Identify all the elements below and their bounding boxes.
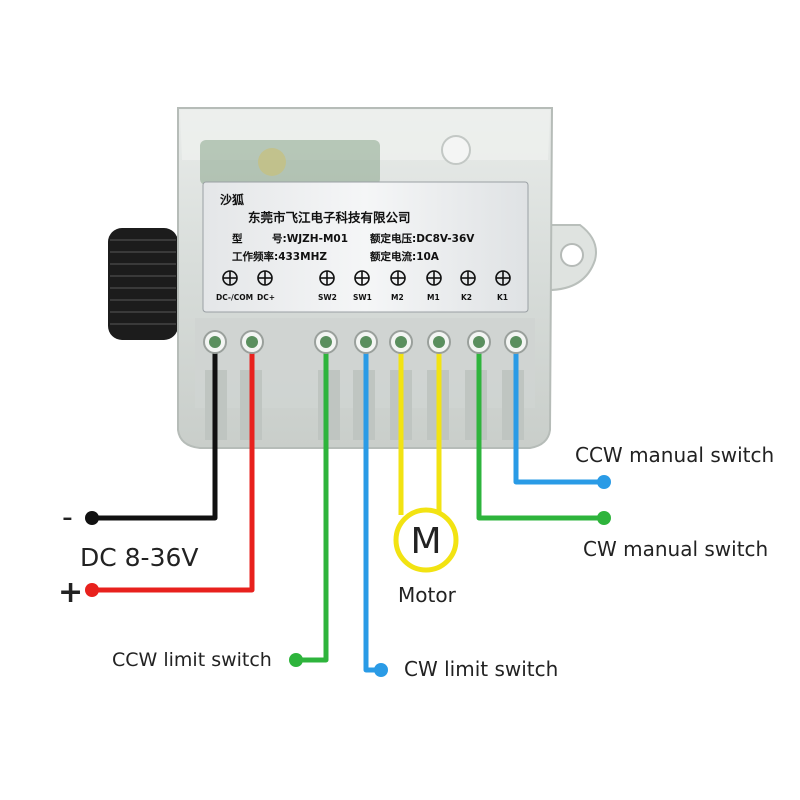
cw-manual-label: CW manual switch xyxy=(583,537,768,561)
wire-endpoints xyxy=(85,475,611,677)
terminal-label-k2: K2 xyxy=(461,293,472,302)
company-label: 东莞市飞江电子科技有限公司 xyxy=(248,210,411,225)
motor-letter: M xyxy=(410,521,441,562)
motor-label: Motor xyxy=(398,583,457,607)
voltage-label: 额定电压:DC8V-36V xyxy=(369,232,475,245)
cw-limit-endpoint-dot xyxy=(374,663,388,677)
screw-symbol-dc-plus xyxy=(257,270,273,286)
negative-endpoint-dot xyxy=(85,511,99,525)
current-label: 额定电流:10A xyxy=(369,250,440,263)
terminal-holes xyxy=(203,330,528,354)
ccw-limit-endpoint-dot xyxy=(289,653,303,667)
screw-symbol-dc-com xyxy=(222,270,238,286)
terminal-label-k1: K1 xyxy=(497,293,508,302)
plus-sign: + xyxy=(58,575,83,610)
ccw-manual-endpoint-dot xyxy=(597,475,611,489)
terminal-label-sw1: SW1 xyxy=(353,293,372,302)
label-plate: 沙狐 东莞市飞江电子科技有限公司 型 号:WJZH-M01 额定电压:DC8V-… xyxy=(202,181,529,313)
ccw-limit-label: CCW limit switch xyxy=(112,649,272,671)
frequency-label: 工作频率:433MHZ xyxy=(232,250,327,263)
negative-wire xyxy=(92,344,218,521)
cw-limit-label: CW limit switch xyxy=(404,657,558,681)
ccw-limit-wire xyxy=(296,344,329,663)
antenna-coil xyxy=(108,228,178,340)
minus-sign: - xyxy=(62,500,73,535)
positive-endpoint-dot xyxy=(85,583,99,597)
cw-manual-wire xyxy=(476,344,604,521)
wires xyxy=(92,344,604,673)
ccw-manual-label: CCW manual switch xyxy=(575,443,774,467)
terminal-label-m2: M2 xyxy=(391,293,404,302)
mounting-ear xyxy=(538,224,597,292)
screw-symbol-sw1 xyxy=(354,270,370,286)
cw-manual-endpoint-dot xyxy=(597,511,611,525)
model-value: 号:WJZH-M01 xyxy=(272,233,348,245)
ccw-manual-wire xyxy=(513,344,604,485)
screw-symbol-m1 xyxy=(426,270,442,286)
dc-range-label: DC 8-36V xyxy=(80,543,199,572)
model-key: 型 xyxy=(232,232,243,245)
brand-label: 沙狐 xyxy=(220,192,244,207)
screw-symbol-k2 xyxy=(460,270,476,286)
screw-symbol-m2 xyxy=(390,270,406,286)
motor-symbol: M xyxy=(393,507,459,573)
terminal-label-sw2: SW2 xyxy=(318,293,337,302)
screw-symbol-k1 xyxy=(495,270,511,286)
positive-wire xyxy=(92,344,255,593)
terminal-label-m1: M1 xyxy=(427,293,440,302)
screw-symbol-sw2 xyxy=(319,270,335,286)
terminal-label-dc-com: DC-/COM xyxy=(216,293,253,302)
terminal-label-dc-plus: DC+ xyxy=(257,293,275,302)
